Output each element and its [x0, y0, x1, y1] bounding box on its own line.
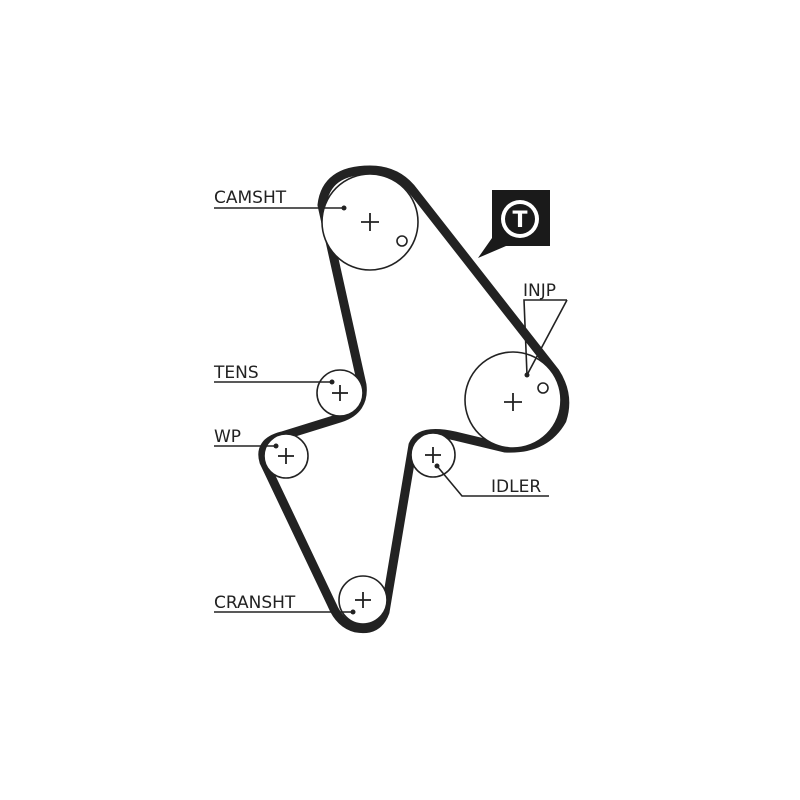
- injection-pump-pulley: [464, 351, 562, 449]
- injp-leader: [523, 299, 567, 376]
- camsht-label: CAMSHT: [214, 188, 287, 208]
- idler-label: IDLER: [491, 477, 541, 497]
- crankshaft-pulley: [338, 575, 388, 625]
- water-pump-pulley: [263, 433, 309, 479]
- camshaft-pulley: [321, 173, 419, 271]
- injp-label: INJP: [523, 281, 556, 301]
- cransht-label: CRANSHT: [214, 593, 296, 613]
- wp-label: WP: [214, 427, 241, 447]
- injp-dot: [524, 372, 530, 378]
- tensioner-pulley: [316, 369, 364, 417]
- injp-leader-diag: [526, 299, 568, 376]
- camsht-dot: [341, 205, 347, 211]
- tens-dot: [329, 379, 335, 385]
- idler-pulley: [410, 432, 456, 478]
- tensioner-badge-icon: T: [478, 190, 550, 258]
- wp-dot: [273, 443, 279, 449]
- idler-leader: [436, 465, 549, 497]
- tens-label: TENS: [213, 363, 259, 383]
- cransht-dot: [350, 609, 356, 615]
- idler-dot: [434, 463, 440, 469]
- badge-letter: T: [512, 208, 527, 233]
